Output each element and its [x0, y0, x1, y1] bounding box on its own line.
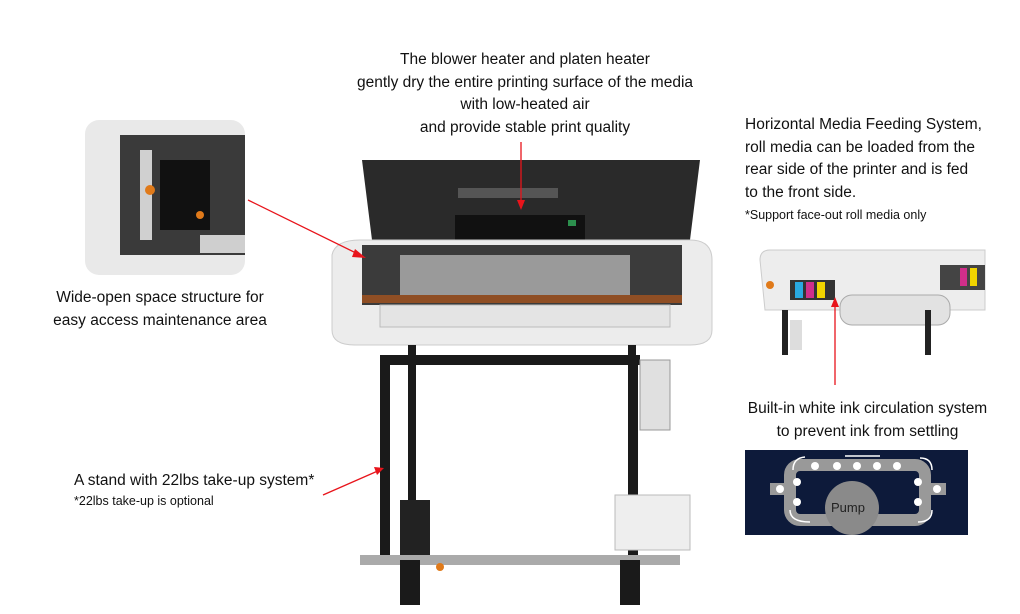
heater-caption: The blower heater and platen heater gent… — [300, 49, 750, 139]
stand-note: *22lbs take-up is optional — [74, 493, 214, 508]
stand-line: A stand with 22lbs take-up system* — [74, 472, 315, 489]
heater-line: gently dry the entire printing surface o… — [356, 73, 694, 91]
heater-line: The blower heater and platen heater — [400, 51, 650, 68]
ink-caption: Built-in white ink circulation system to… — [715, 398, 1020, 443]
printer-photo — [331, 160, 713, 605]
feeding-line: roll media can be loaded from the — [745, 138, 976, 156]
ink-line: to prevent ink from settling — [776, 422, 959, 440]
pump-label: Pump — [831, 500, 865, 515]
media-feeding-photo — [759, 249, 986, 355]
feeding-line: Horizontal Media Feeding System, — [745, 116, 982, 133]
maintenance-line: Wide-open space structure for — [56, 289, 264, 306]
stand-caption: A stand with 22lbs take-up system* *22lb… — [74, 470, 374, 509]
maintenance-line: easy access maintenance area — [53, 311, 267, 329]
ink-line: Built-in white ink circulation system — [747, 400, 988, 417]
feeding-caption: Horizontal Media Feeding System, roll me… — [745, 114, 1015, 223]
feeding-note: *Support face-out roll media only — [745, 208, 927, 222]
maintenance-area-photo — [85, 120, 245, 275]
feeding-line: rear side of the printer and is fed — [745, 161, 969, 178]
maintenance-caption: Wide-open space structure for easy acces… — [20, 287, 300, 332]
heater-line: and provide stable print quality — [419, 118, 631, 136]
stand-arrow — [322, 469, 381, 496]
heater-line: with low-heated air — [460, 96, 590, 113]
feeding-line: to the front side. — [745, 183, 857, 201]
ink-circulation-diagram — [745, 450, 968, 535]
maintenance-arrow — [247, 199, 361, 256]
callout-arrows — [247, 142, 839, 496]
